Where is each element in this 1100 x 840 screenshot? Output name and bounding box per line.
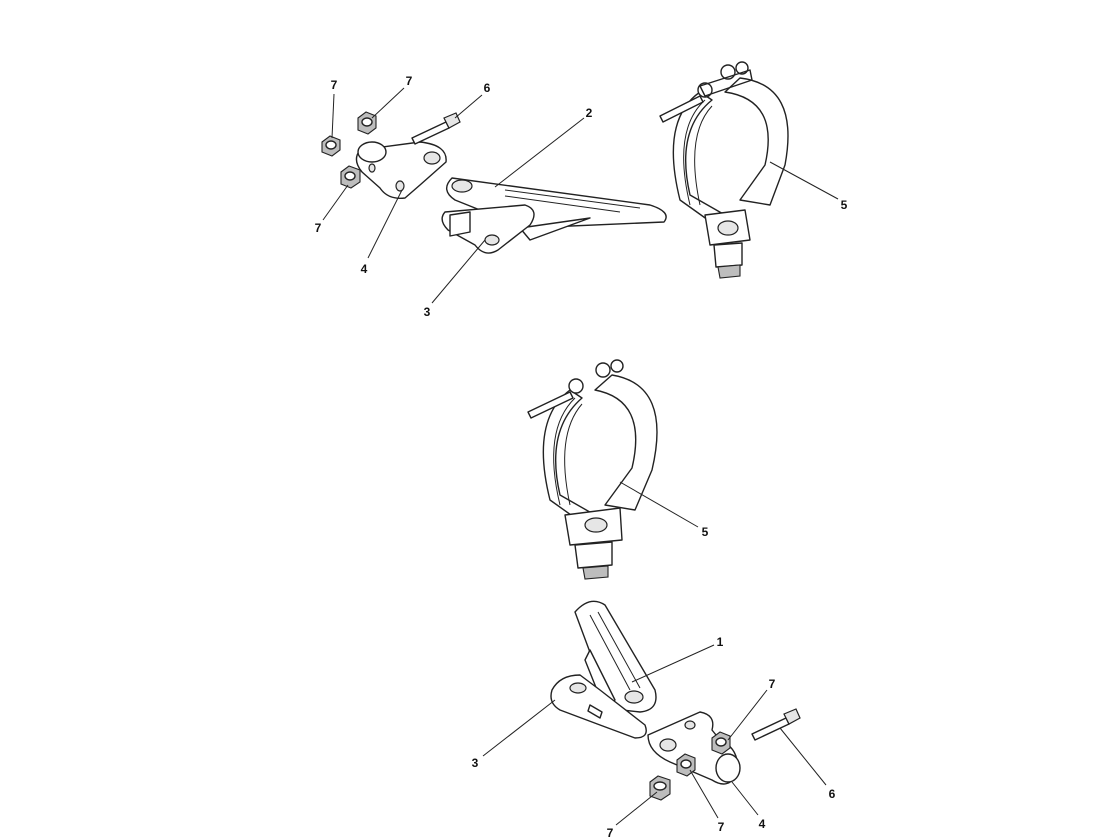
leader-lines [322, 87, 839, 304]
part-3-clevis [550, 674, 647, 739]
callout-7: 7 [331, 78, 338, 92]
middle-assembly: 5 [527, 359, 709, 580]
callout-7: 7 [769, 677, 776, 691]
callout-4: 4 [759, 817, 766, 831]
part-7-nut [357, 111, 377, 135]
part-7-nut [649, 775, 671, 801]
part-3-clevis [441, 204, 535, 254]
leader-line [619, 481, 699, 528]
callout-1: 1 [717, 635, 724, 649]
callout-3: 3 [424, 305, 431, 319]
callout-7: 7 [718, 820, 725, 834]
callout-7: 7 [607, 826, 614, 840]
callout-3: 3 [472, 756, 479, 770]
part-5-pipe-clamp [527, 359, 658, 580]
bottom-assembly: 1 7 3 6 7 7 4 [472, 600, 836, 840]
part-7-nut [340, 165, 361, 189]
part-7-nut [676, 753, 696, 777]
part-6-bolt [751, 708, 801, 741]
callout-7: 7 [315, 221, 322, 235]
callout-5: 5 [841, 198, 848, 212]
part-4-clamp-block [647, 711, 741, 785]
part-5-pipe-clamp [659, 61, 789, 279]
callout-6: 6 [829, 787, 836, 801]
callout-7: 7 [406, 74, 413, 88]
part-1-bracket [574, 600, 657, 713]
part-7-nut [711, 731, 731, 755]
part-7-nut [321, 135, 341, 157]
part-4-clamp-block [355, 141, 447, 199]
callout-2: 2 [586, 106, 593, 120]
callout-4: 4 [361, 262, 368, 276]
top-assembly: 7 7 6 2 5 7 4 3 [315, 61, 848, 319]
callout-5: 5 [702, 525, 709, 539]
leader-lines [482, 644, 827, 826]
part-6-bolt [411, 112, 461, 145]
callout-6: 6 [484, 81, 491, 95]
